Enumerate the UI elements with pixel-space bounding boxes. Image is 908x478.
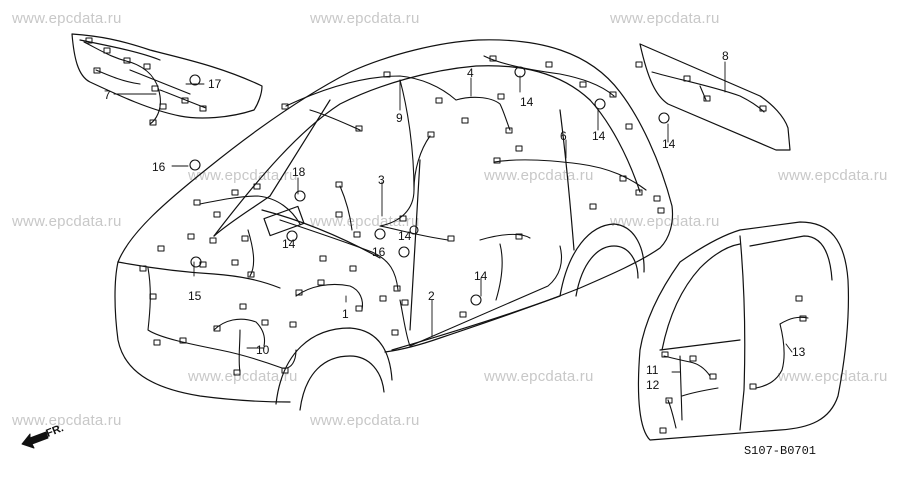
connectors xyxy=(85,37,807,434)
watermark: www.epcdata.ru xyxy=(12,10,122,27)
callout-1: 1 xyxy=(342,307,349,321)
callout-16: 16 xyxy=(372,245,386,259)
callout-2: 2 xyxy=(428,289,435,303)
callout-9: 9 xyxy=(396,111,403,125)
callout-16: 16 xyxy=(152,160,166,174)
callout-10: 10 xyxy=(256,343,270,357)
diagram-code: S107-B0701 xyxy=(743,444,816,458)
callout-14: 14 xyxy=(592,129,606,143)
callout-11: 11 xyxy=(646,363,659,377)
watermark: www.epcdata.ru xyxy=(188,167,298,184)
callout-17: 17 xyxy=(208,77,222,91)
callout-14: 14 xyxy=(282,237,296,251)
side-panel xyxy=(639,43,791,151)
watermark: www.epcdata.ru xyxy=(484,368,594,385)
watermark: www.epcdata.ru xyxy=(610,213,720,230)
callout-14: 14 xyxy=(398,229,412,243)
watermark: www.epcdata.ru xyxy=(484,167,594,184)
callout-7: 7 xyxy=(104,88,111,102)
callout-14: 14 xyxy=(474,269,488,283)
dashboard-harness-panel xyxy=(71,33,263,119)
watermark: www.epcdata.ru xyxy=(188,368,298,385)
watermark: www.epcdata.ru xyxy=(610,10,720,27)
door-panels xyxy=(637,221,850,441)
watermark: www.epcdata.ru xyxy=(310,10,420,27)
callout-12: 12 xyxy=(646,378,660,392)
callout-3: 3 xyxy=(378,173,385,187)
watermark: www.epcdata.ru xyxy=(778,368,888,385)
callout-14: 14 xyxy=(520,95,534,109)
callout-14: 14 xyxy=(662,137,676,151)
watermark: www.epcdata.ru xyxy=(310,412,420,429)
callout-13: 13 xyxy=(792,345,806,359)
watermark: www.epcdata.ru xyxy=(778,167,888,184)
harness-wires xyxy=(83,41,809,429)
watermark: www.epcdata.ru xyxy=(12,412,122,429)
relay-box xyxy=(263,205,305,237)
grommets xyxy=(189,66,670,306)
callout-4: 4 xyxy=(467,66,474,80)
callout-6: 6 xyxy=(560,129,567,143)
callout-18: 18 xyxy=(292,165,306,179)
leader-lines xyxy=(113,61,793,373)
callout-15: 15 xyxy=(188,289,202,303)
car-body-outline xyxy=(114,39,674,411)
callout-8: 8 xyxy=(722,49,729,63)
watermark: www.epcdata.ru xyxy=(12,213,122,230)
front-direction-arrow xyxy=(21,431,49,449)
callout-labels: 1 2 3 4 6 7 8 9 10 11 12 13 14 14 14 14 … xyxy=(104,49,806,392)
